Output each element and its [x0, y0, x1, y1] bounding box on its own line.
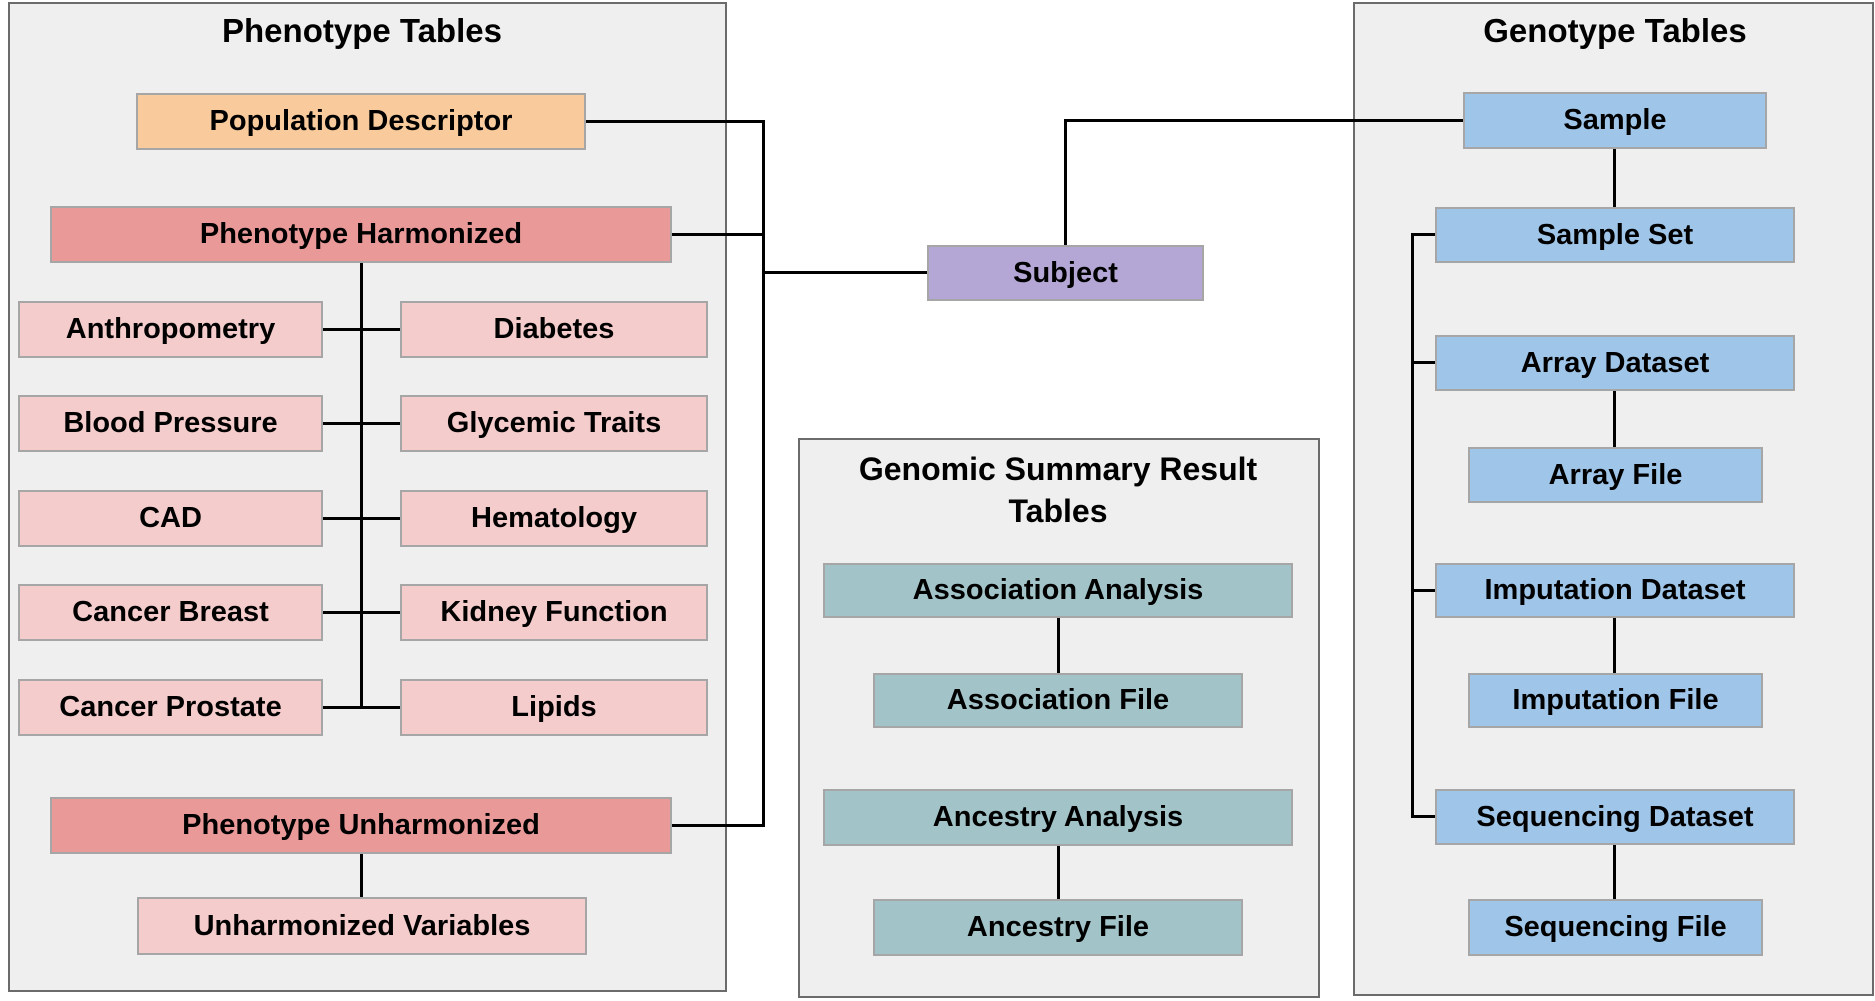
connector-array-dataset-to-file	[1613, 391, 1616, 447]
box-trait-diabetes: Diabetes	[400, 301, 708, 358]
connector-imputation-dataset-to-file	[1613, 618, 1616, 673]
connector-center-spine-vertical	[762, 120, 765, 827]
genotype-panel-title: Genotype Tables	[1483, 12, 1747, 49]
box-phenotype-unharmonized: Phenotype Unharmonized	[50, 797, 672, 854]
connector-sample-to-sample-set	[1613, 149, 1616, 207]
genomic-panel-title: Genomic Summary Result Tables	[858, 451, 1258, 529]
connector-stub-array-dataset	[1411, 361, 1435, 364]
box-sequencing-dataset: Sequencing Dataset	[1435, 789, 1795, 845]
box-trait-kidney-function: Kidney Function	[400, 584, 708, 641]
box-population-descriptor: Population Descriptor	[136, 93, 586, 150]
box-subject: Subject	[927, 245, 1204, 301]
box-phenotype-harmonized: Phenotype Harmonized	[50, 206, 672, 263]
connector-trait-row-5	[323, 706, 400, 709]
box-unharmonized-variables: Unharmonized Variables	[137, 897, 587, 955]
connector-subject-to-sample	[1064, 119, 1463, 122]
box-array-file: Array File	[1468, 447, 1763, 503]
connector-unharmonized-to-spine	[672, 824, 765, 827]
box-array-dataset: Array Dataset	[1435, 335, 1795, 391]
box-association-file: Association File	[873, 673, 1243, 728]
connector-spine-to-subject	[762, 271, 927, 274]
connector-trait-row-3	[323, 517, 400, 520]
phenotype-panel-title: Phenotype Tables	[222, 12, 502, 49]
connector-stub-imputation-dataset	[1411, 589, 1435, 592]
box-trait-lipids: Lipids	[400, 679, 708, 736]
box-trait-cad: CAD	[18, 490, 323, 547]
connector-population-descriptor-to-spine	[586, 120, 765, 123]
connector-harmonized-traits-spine	[360, 263, 363, 709]
connector-stub-sample-set	[1411, 233, 1435, 236]
connector-stub-sequencing-dataset	[1411, 815, 1435, 818]
box-trait-hematology: Hematology	[400, 490, 708, 547]
connector-trait-row-1	[323, 328, 400, 331]
box-imputation-file: Imputation File	[1468, 673, 1763, 728]
connector-genotype-spine-vertical	[1411, 233, 1414, 817]
box-sample: Sample	[1463, 92, 1767, 149]
box-trait-cancer-prostate: Cancer Prostate	[18, 679, 323, 736]
connector-unharmonized-to-variables	[360, 854, 363, 897]
connector-trait-row-2	[323, 422, 400, 425]
box-trait-anthropometry: Anthropometry	[18, 301, 323, 358]
connector-harmonized-to-spine	[672, 233, 765, 236]
box-trait-cancer-breast: Cancer Breast	[18, 584, 323, 641]
box-ancestry-file: Ancestry File	[873, 899, 1243, 956]
connector-subject-up-vertical	[1064, 119, 1067, 245]
box-imputation-dataset: Imputation Dataset	[1435, 563, 1795, 618]
connector-association-analysis-to-file	[1057, 618, 1060, 673]
box-trait-glycemic-traits: Glycemic Traits	[400, 395, 708, 452]
box-trait-blood-pressure: Blood Pressure	[18, 395, 323, 452]
box-sample-set: Sample Set	[1435, 207, 1795, 263]
connector-trait-row-4	[323, 611, 400, 614]
box-ancestry-analysis: Ancestry Analysis	[823, 789, 1293, 846]
box-association-analysis: Association Analysis	[823, 563, 1293, 618]
connector-sequencing-dataset-to-file	[1613, 845, 1616, 899]
box-sequencing-file: Sequencing File	[1468, 899, 1763, 956]
connector-ancestry-analysis-to-file	[1057, 846, 1060, 899]
